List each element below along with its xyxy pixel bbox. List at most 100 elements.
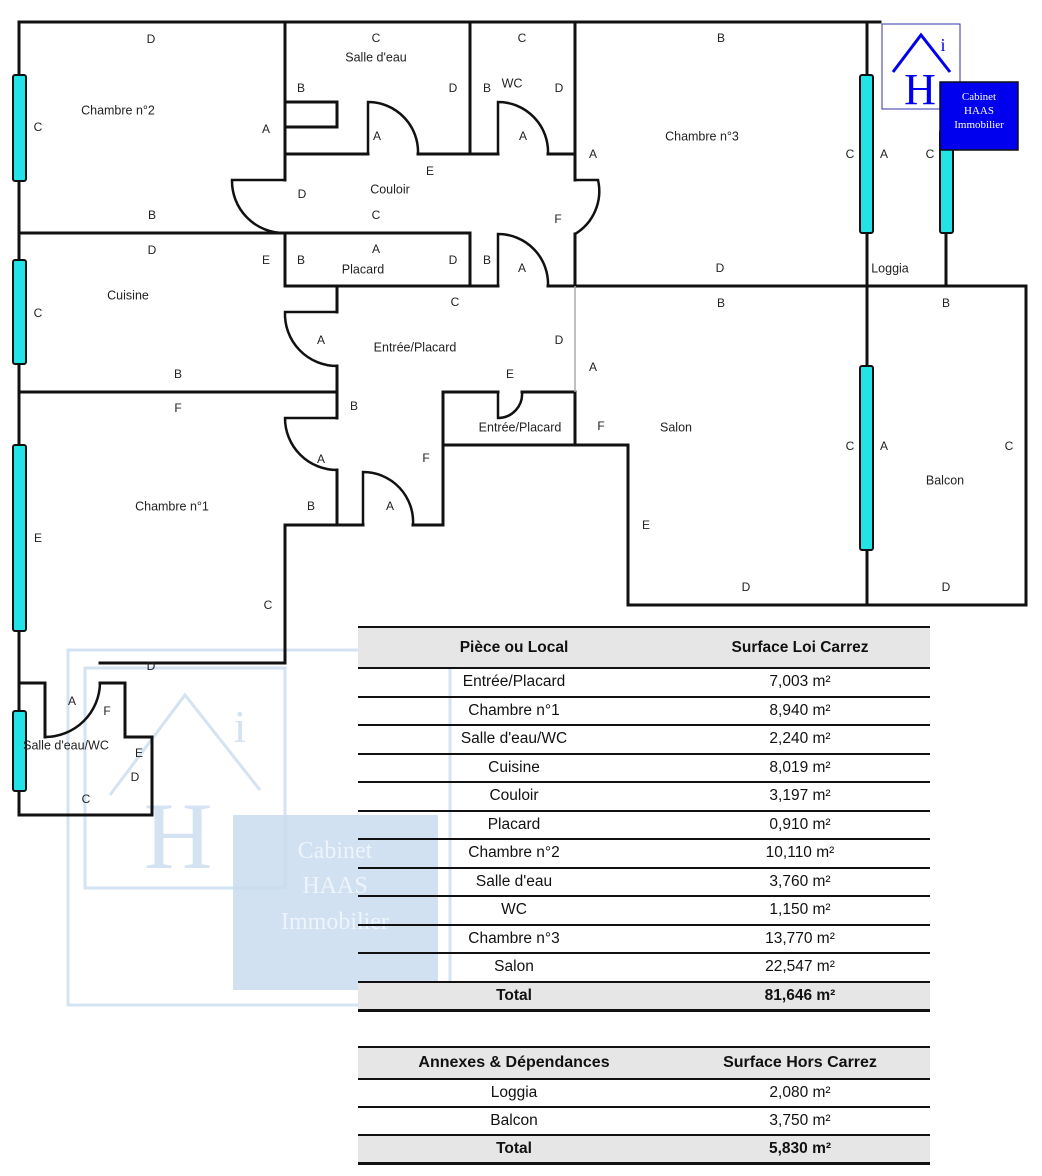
door-chambre2 [230,178,286,235]
watermark-letter-i: i [234,702,247,752]
wall-letter: A [518,261,526,275]
room-name-cell: Loggia [358,1079,670,1108]
logo-line2: HAAS [964,105,994,117]
room-chambre2: Chambre n°2 [81,103,155,117]
wall-letter: B [483,81,491,95]
door-entree [361,470,415,526]
room-couloir: Couloir [370,182,410,196]
wall-letter: B [350,399,358,413]
wall-letter: C [926,147,935,161]
wall-letter: B [307,499,315,513]
wall-letter: D [298,187,307,201]
logo-letter-i: i [940,35,945,55]
room-name-cell: Salle d'eau [358,867,670,897]
surface-cell: 3,197 m² [670,782,930,812]
room-entree-placard: Entrée/Placard [374,340,457,354]
room-balcon: Balcon [926,473,964,487]
surface-cell: 8,019 m² [670,753,930,783]
surface-cell: 3,760 m² [670,867,930,897]
windows [12,74,954,792]
wall-letter: F [103,704,110,718]
door-chambre1 [283,416,338,472]
company-logo: H i Cabinet HAAS Immobilier [881,23,1019,151]
door-placard-entree [496,391,524,420]
watermark-frame-inner [83,666,287,890]
wall-letter: D [131,770,140,784]
door-salle-deau [366,100,420,155]
wall-letter: B [174,367,182,381]
room-name-cell: Salon [358,953,670,983]
table-header-row: Annexes & Dépendances Surface Hors Carre… [358,1046,930,1080]
carrez-surface-table: Pièce ou Local Surface Loi Carrez Entrée… [358,626,930,1012]
room-loggia: Loggia [871,261,909,275]
wall-letter: D [716,261,725,275]
wall-letter: E [135,746,143,760]
wall-letter: F [174,401,181,415]
wall-letter: A [317,452,325,466]
watermark-letter-h: H [144,783,213,889]
logo-line3: Immobilier [954,119,1004,131]
room-name-cell: WC [358,896,670,926]
wall-letter: C [264,598,273,612]
room-chambre3: Chambre n°3 [665,129,739,143]
wall-letter: B [717,296,725,310]
surface-cell: 1,150 m² [670,896,930,926]
column-header-room: Pièce ou Local [358,626,670,669]
door-wc [496,100,550,155]
window-salle-deau-wc [12,710,27,792]
wall-letter: A [519,129,527,143]
wall-letter: C [82,792,91,806]
room-name-cell: Cuisine [358,753,670,783]
wall-letter: E [642,518,650,532]
wall-letter: E [262,253,270,267]
room-salle-deau-wc: Salle d'eau/WC [23,738,109,752]
wall-letter: D [555,333,564,347]
column-header-surface: Surface Hors Carrez [670,1046,930,1080]
wall-letter: C [846,439,855,453]
column-header-annex: Annexes & Dépendances [358,1046,670,1080]
wall-letter: A [386,499,394,513]
room-name-cell: Entrée/Placard [358,668,670,698]
wall-letter: A [589,147,597,161]
room-name-cell: Chambre n°3 [358,924,670,954]
wall-letter: F [597,419,604,433]
room-name-cell: Chambre n°1 [358,696,670,726]
table-header-row: Pièce ou Local Surface Loi Carrez [358,626,930,669]
wall-letter: A [262,122,270,136]
wall-letter: C [372,31,381,45]
wall-letter: C [34,120,43,134]
wall-letter: E [34,531,42,545]
wall-letter: A [68,694,76,708]
window-chambre2 [12,74,27,182]
wall-letter: E [506,367,514,381]
wall-letter: F [554,212,561,226]
room-placard: Placard [342,262,384,276]
wall-letters: D C A B C B D A C B D A E D C F B A C D … [34,31,1014,806]
door-cuisine [283,310,338,368]
wall-letter: D [742,580,751,594]
wall-letter: C [451,295,460,309]
door-chambre3 [574,178,601,236]
wall-letter: A [880,147,888,161]
wall-letter: D [147,32,156,46]
wall-letter: E [426,164,434,178]
hors-carrez-surface-table: Annexes & Dépendances Surface Hors Carre… [358,1046,930,1165]
wall-letter: B [297,253,305,267]
wall-letter: C [372,208,381,222]
total-surface: 5,830 m² [670,1135,930,1165]
window-cuisine [12,259,27,365]
room-entree-placard-small: Entrée/Placard [479,420,562,434]
wall-letter: D [555,81,564,95]
surface-cell: 13,770 m² [670,924,930,954]
